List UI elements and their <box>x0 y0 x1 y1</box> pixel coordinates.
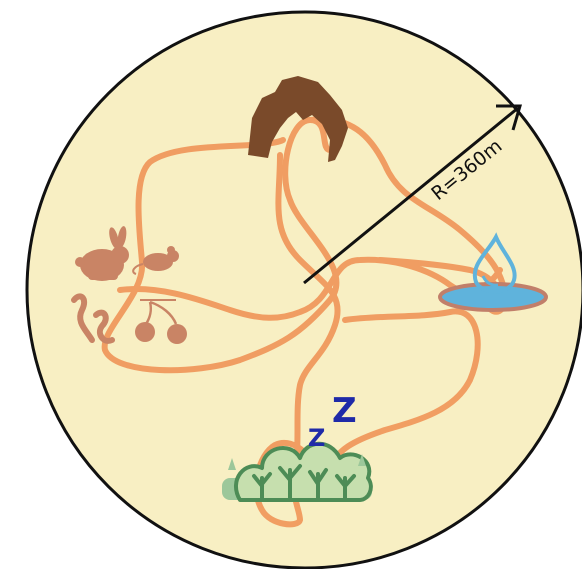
home-range-circle <box>25 10 582 569</box>
movement-path <box>117 256 503 321</box>
rabbit-icon <box>75 226 129 281</box>
sleep-letter-small: Z <box>308 424 325 452</box>
water-drop-icon <box>438 232 548 312</box>
worm-icon <box>71 293 115 344</box>
cherry-icon <box>135 299 187 344</box>
sleep-letter-large: Z <box>332 391 357 431</box>
radius-arrow-icon <box>303 104 522 285</box>
mouse-icon <box>132 246 179 275</box>
cave-icon <box>248 76 348 162</box>
sleep-icon: Z Z <box>308 391 357 452</box>
movement-path <box>327 308 481 473</box>
bush-icon <box>222 441 373 502</box>
movement-path <box>101 117 340 374</box>
